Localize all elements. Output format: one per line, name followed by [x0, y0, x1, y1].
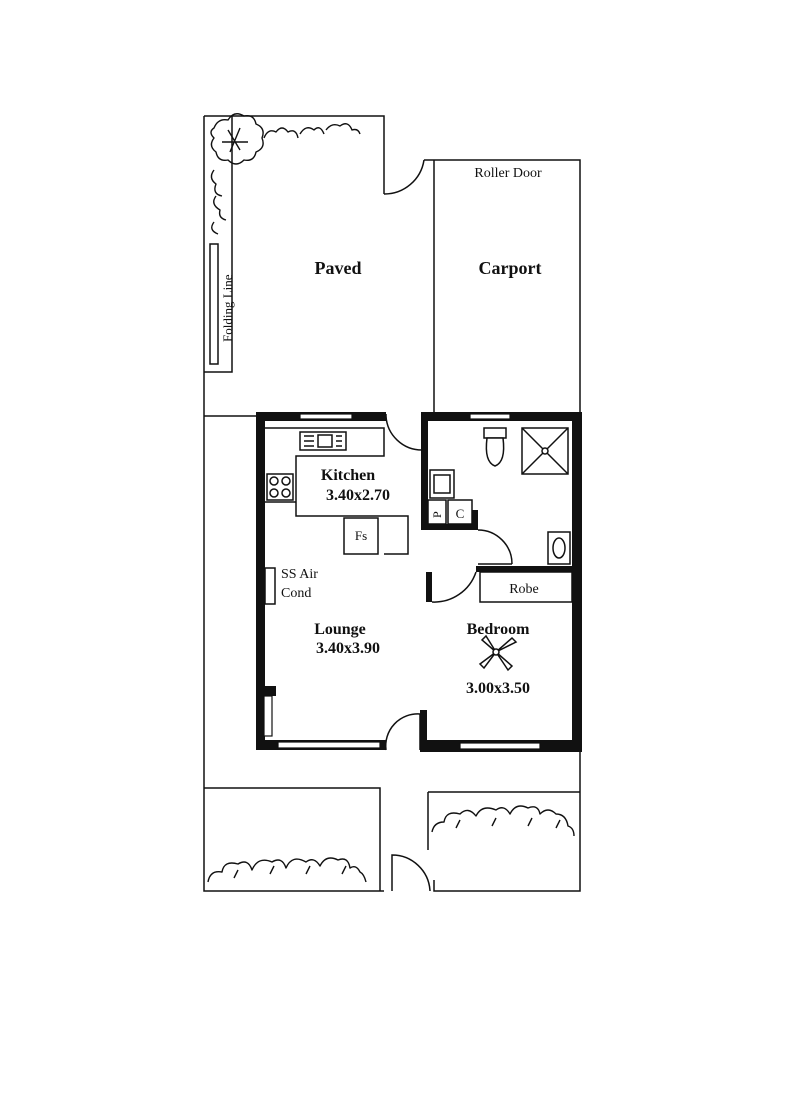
shrubs-side-icon [210, 169, 227, 235]
air-cond-label-line2: Cond [281, 586, 311, 601]
windows [263, 413, 541, 750]
site-boundary [203, 115, 581, 892]
roller-door-label: Roller Door [474, 166, 542, 181]
cooktop-icon [266, 473, 294, 501]
shrubs-bottom-right-icon [431, 805, 575, 837]
shrubs-top-icon [263, 123, 361, 139]
kitchen-size: 3.40x2.70 [326, 487, 390, 504]
robe [479, 571, 573, 603]
tree-icon [210, 113, 264, 165]
front-gate [391, 854, 431, 892]
lounge-size: 3.40x3.90 [316, 640, 380, 657]
bedroom-label: Bedroom [467, 621, 530, 638]
pantry-cupboard [427, 499, 473, 525]
kitchen-label: Kitchen [321, 467, 375, 484]
shrubs-bottom-left-icon [207, 857, 367, 883]
bedroom-door [431, 571, 477, 603]
cupboard-label: C [456, 506, 465, 521]
air-cond-label-line1: SS Air [281, 567, 318, 582]
lounge-door [384, 713, 421, 751]
fridge-space-label: Fs [355, 528, 367, 543]
kitchen-bench [265, 427, 409, 555]
ceiling-fan-icon [478, 634, 518, 672]
sink-icon [299, 431, 347, 451]
air-conditioner-icon [264, 567, 276, 605]
pantry-label: P [430, 511, 444, 518]
shower-icon [521, 427, 569, 475]
folding-line-label: Folding Line [220, 274, 235, 342]
toilet-icon [483, 427, 507, 467]
robe-label: Robe [509, 582, 539, 597]
bathroom-door [477, 529, 513, 565]
paved-label: Paved [315, 258, 362, 278]
folding-line [209, 243, 219, 365]
bedroom-size: 3.00x3.50 [466, 680, 530, 697]
fridge-space [343, 517, 379, 555]
washer-icon [547, 531, 571, 565]
paved-door [383, 159, 434, 195]
basin-icon [429, 469, 455, 499]
kitchen-door [385, 414, 423, 451]
carport-label: Carport [479, 258, 542, 278]
lounge-label: Lounge [314, 621, 366, 638]
